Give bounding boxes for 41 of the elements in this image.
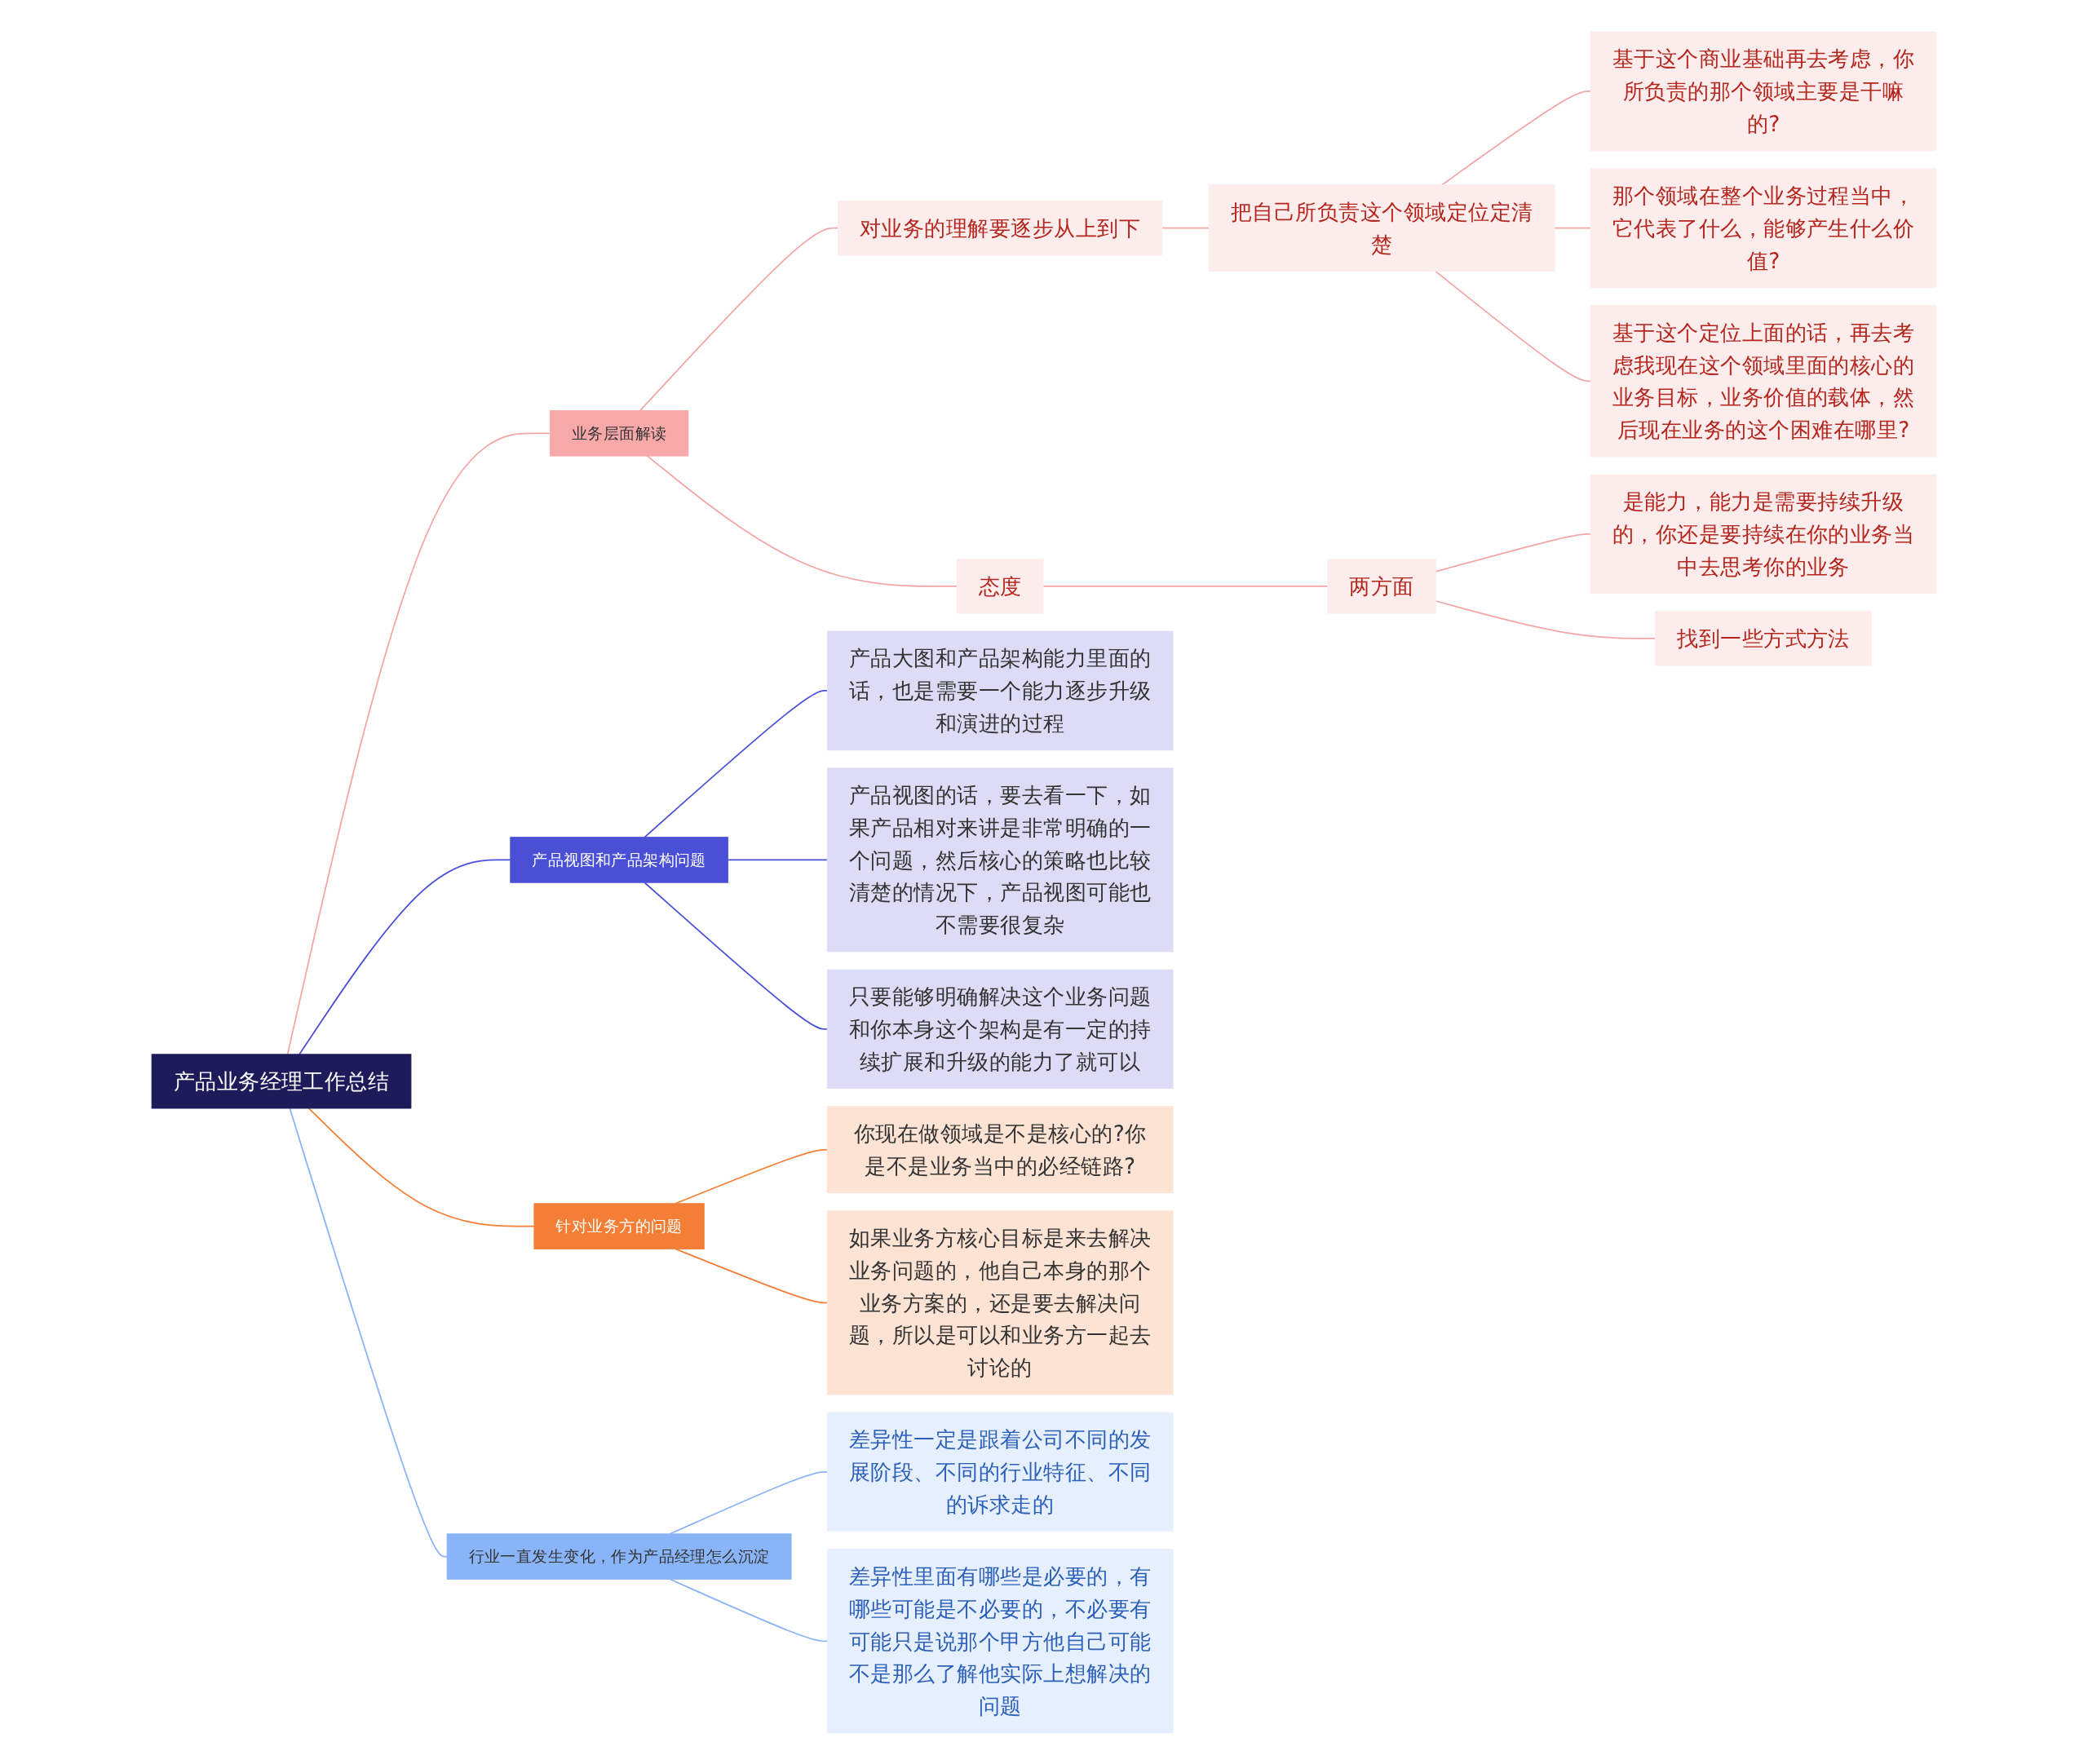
node-box: 两方面: [1327, 558, 1436, 613]
node-box: 把自己所负责这个领域定位定清楚: [1208, 183, 1555, 272]
connector: [644, 689, 829, 838]
connector: [675, 1248, 829, 1303]
node-box: 产品视图的话，要去看一下，如果产品相对来讲是非常明确的一个问题，然后核心的策略也比较清楚的情况下，产品视图可能也不需要很复杂: [826, 767, 1174, 952]
connector: [1435, 599, 1657, 639]
connector: [289, 1107, 448, 1557]
connector: [1042, 585, 1329, 587]
node-box: 业务层面解读: [549, 409, 689, 457]
connector: [299, 859, 511, 1055]
node-box: 基于这个商业基础再去考虑，你所负责的那个领域主要是干嘛的?: [1590, 31, 1937, 151]
node-box: 差异性一定是跟着公司不同的发展阶段、不同的行业特征、不同的诉求走的: [826, 1412, 1174, 1532]
node-box: 是能力，能力是需要持续升级的，你还是要持续在你的业务当中去思考你的业务: [1590, 474, 1937, 594]
node-box: 态度: [956, 558, 1044, 613]
connector: [307, 1107, 535, 1227]
node-box: 只要能够明确解决这个业务问题和你本身这个架构是有一定的持续扩展和升级的能力了就可以: [826, 969, 1174, 1089]
connector: [1435, 533, 1591, 573]
node-box: 基于这个定位上面的话，再去考虑我现在这个领域里面的核心的业务目标，业务价值的载体，然后现在业务的这个困难在哪里?: [1590, 304, 1937, 457]
connector: [675, 1148, 829, 1205]
node-box: 行业一直发生变化，作为产品经理怎么沉淀: [446, 1532, 792, 1580]
connector: [286, 431, 551, 1055]
node-box: 产品业务经理工作总结: [151, 1053, 412, 1108]
node-box: 你现在做领域是不是核心的?你是不是业务当中的必经链路?: [826, 1105, 1174, 1193]
connector: [1161, 227, 1210, 229]
connector: [1554, 227, 1591, 229]
connector: [669, 1470, 829, 1535]
node-box: 产品视图和产品架构问题: [510, 836, 728, 883]
node-box: 找到一些方式方法: [1655, 610, 1872, 665]
connector: [639, 227, 839, 411]
node-box: 针对业务方的问题: [533, 1202, 705, 1249]
node-box: 差异性里面有哪些是必要的，有哪些可能是不必要的，不必要有可能只是说那个甲方他自己可能不是那么了解他实际上想解决的问题: [826, 1548, 1174, 1733]
node-box: 如果业务方核心目标是来去解决业务问题的，他自己本身的那个业务方案的，还是要去解决问题，所以是可以和业务方一起去讨论的: [826, 1209, 1174, 1395]
connector: [727, 859, 829, 860]
connector: [1435, 270, 1591, 382]
connector: [1441, 90, 1591, 186]
node-box: 产品大图和产品架构能力里面的话，也是需要一个能力逐步升级和演进的过程: [826, 630, 1174, 750]
connector: [646, 454, 958, 587]
connector: [644, 881, 829, 1030]
connector: [669, 1578, 829, 1642]
node-box: 对业务的理解要逐步从上到下: [838, 200, 1163, 255]
node-box: 那个领域在整个业务过程当中，它代表了什么，能够产生什么价值?: [1590, 167, 1937, 288]
